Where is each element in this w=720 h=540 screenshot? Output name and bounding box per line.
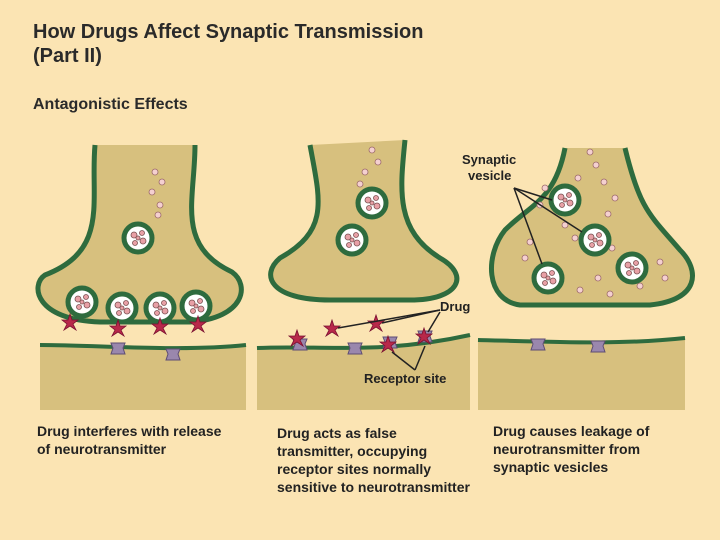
panel-1	[35, 144, 247, 410]
synaptic-vesicle	[108, 294, 136, 322]
synaptic-vesicle-label-line-2: vesicle	[468, 168, 511, 183]
synaptic-vesicle	[618, 254, 646, 282]
receptor-pointer-lines	[391, 345, 426, 371]
drug-pointer-lines	[337, 309, 441, 333]
synaptic-vesicle	[551, 186, 579, 214]
receptor	[110, 342, 126, 355]
synaptic-vesicle-label-line-1: Synaptic	[462, 152, 516, 167]
receptor	[347, 342, 363, 355]
synaptic-vesicle	[581, 226, 609, 254]
section-subtitle: Antagonistic Effects	[33, 96, 188, 113]
page-title: How Drugs Affect Synaptic Transmission (…	[33, 20, 423, 68]
title-line-2: (Part II)	[33, 45, 102, 67]
caption-panel-1: Drug interferes with release of neurotra…	[37, 423, 222, 457]
drug-label: Drug	[440, 299, 470, 314]
postsynaptic-membrane-3	[478, 338, 685, 410]
postsynaptic-membrane-2	[257, 335, 470, 410]
synaptic-vesicle	[124, 224, 152, 252]
panel-3: Synaptic vesicle	[462, 147, 695, 410]
panel-2: Drug Receptor site	[256, 139, 471, 410]
drug-molecule	[323, 319, 341, 337]
vesicle-pointer-lines	[513, 187, 583, 265]
title-line-1: How Drugs Affect Synaptic Transmission	[33, 21, 424, 43]
postsynaptic-membrane-1	[40, 345, 246, 410]
synaptic-vesicle	[338, 226, 366, 254]
receptor	[530, 338, 546, 351]
synaptic-vesicle	[182, 292, 210, 320]
synaptic-vesicle	[534, 264, 562, 292]
synaptic-vesicle	[68, 288, 96, 316]
receptor	[165, 348, 181, 361]
caption-panel-2: Drug acts as false transmitter, occupyin…	[277, 425, 470, 495]
caption-panel-3: Drug causes leakage of neurotransmitter …	[493, 423, 650, 475]
receptor-site-label: Receptor site	[364, 371, 446, 386]
receptor	[590, 340, 606, 353]
presynaptic-terminal-2	[268, 139, 460, 303]
synaptic-vesicle	[358, 189, 386, 217]
